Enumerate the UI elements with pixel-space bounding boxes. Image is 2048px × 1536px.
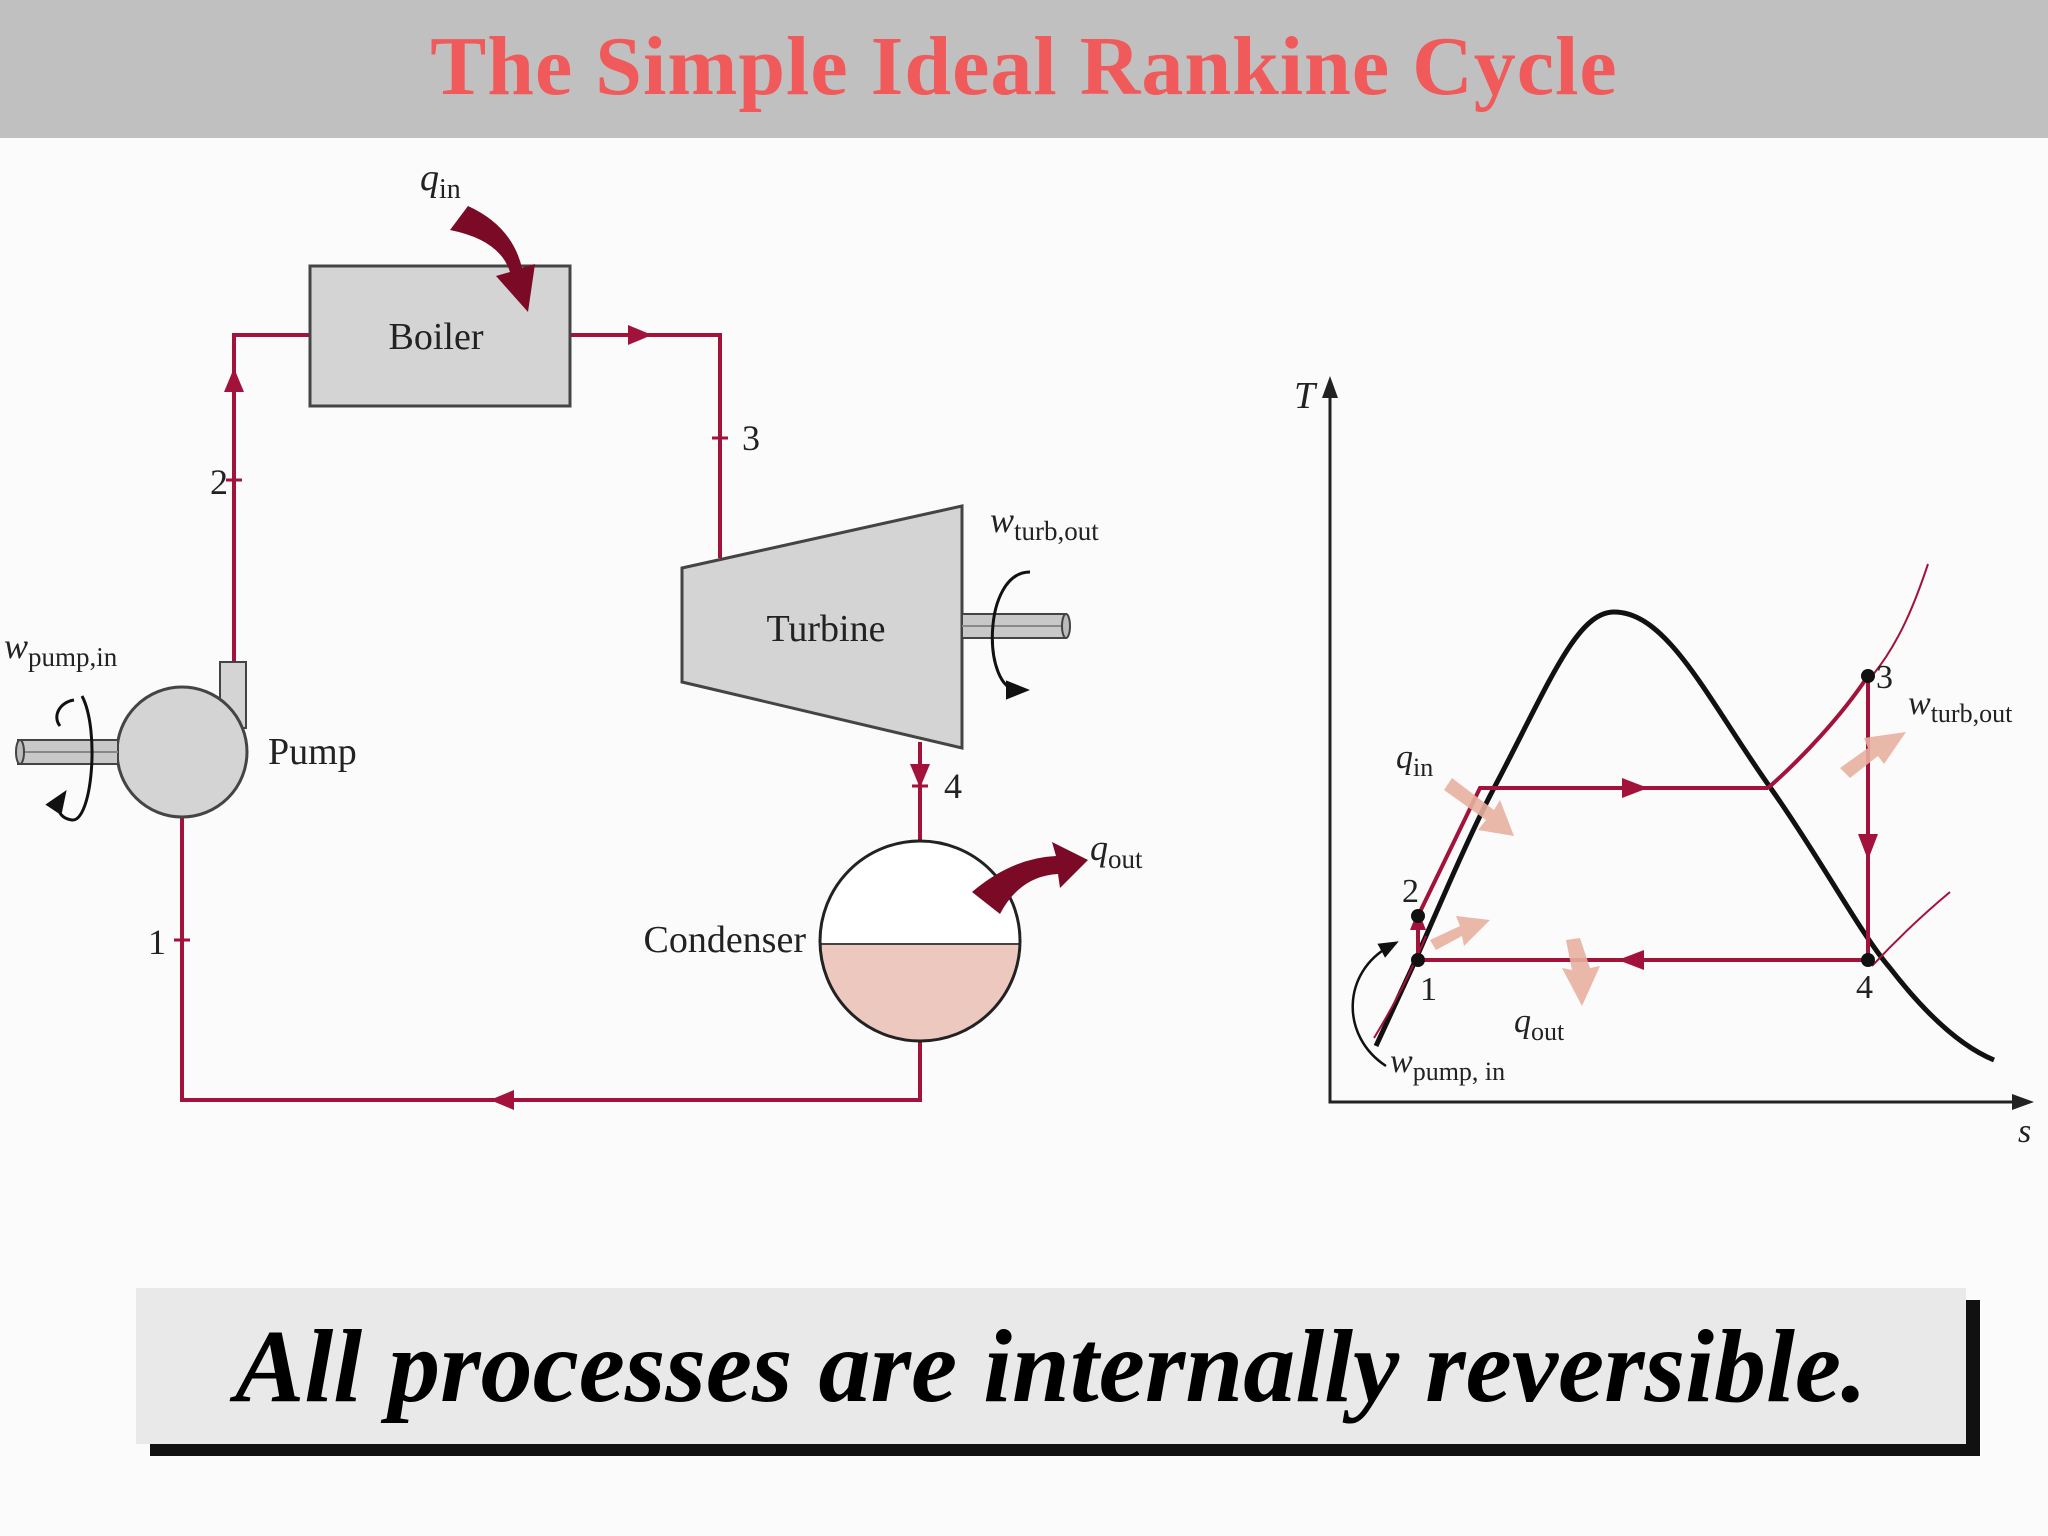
heat-out-arrow-icon: [972, 842, 1088, 914]
ts-state-label-4: 4: [1856, 969, 1873, 1006]
ts-axes: [1328, 385, 2024, 1104]
schematic-heat-out-label: qout: [1090, 828, 1143, 874]
schematic-work-turbine-label: wturb,out: [990, 500, 1099, 546]
ts-state-points: [1411, 669, 1875, 967]
pump-label: Pump: [268, 731, 357, 773]
pump-rotation-arrow-icon: [45, 695, 94, 822]
turbine-rotation-arrow-icon: [990, 570, 1031, 700]
ts-diagram: T s 1 2 3 4: [1294, 375, 2034, 1150]
s-axis-arrow-icon: [2012, 1094, 2034, 1110]
saturation-dome: [1373, 609, 1995, 1063]
ts-state-label-1: 1: [1420, 971, 1437, 1008]
ts-work-pump-label: wpump, in: [1390, 1043, 1505, 1086]
flow-line-condenser-to-pump: [180, 818, 922, 1102]
state-ticks: [174, 436, 928, 942]
ts-state-label-2: 2: [1402, 873, 1419, 910]
flow-arrow-left-icon: [490, 1090, 514, 1110]
turbine-label: Turbine: [767, 608, 886, 650]
ts-heat-out-arrow-icon: [1562, 938, 1600, 1006]
boiler-label: Boiler: [389, 316, 484, 358]
turbine: Turbine: [680, 504, 1071, 750]
ts-pump-work-curved-arrow-icon: [1351, 941, 1399, 1068]
condenser: Condenser: [643, 839, 1022, 1043]
ts-arrow-down-icon: [1858, 834, 1878, 860]
flow-line-pump-to-boiler: [232, 333, 310, 665]
ts-arrow-right-icon: [1622, 778, 1648, 798]
ts-heat-in-arrow-icon: [1444, 778, 1514, 836]
title-bar: The Simple Ideal Rankine Cycle: [0, 0, 2048, 138]
t-axis-label: T: [1294, 375, 1318, 417]
ts-energy-arrows: [1430, 732, 1906, 1006]
condenser-label: Condenser: [643, 919, 806, 961]
state-label-4: 4: [944, 766, 962, 806]
page-title: The Simple Ideal Rankine Cycle: [430, 19, 1618, 113]
ts-state-label-3: 3: [1876, 659, 1893, 696]
t-axis-arrow-icon: [1322, 376, 1338, 398]
ts-work-turb-arrow-icon: [1840, 732, 1906, 778]
pressure-line-high: [1871, 563, 1929, 677]
ts-heat-out-label: qout: [1514, 1003, 1565, 1046]
flow-line-boiler-to-turbine: [570, 333, 722, 558]
heat-in-arrow-icon: [450, 206, 535, 312]
reversible-note: All processes are internally reversible.: [234, 1308, 1868, 1424]
ts-arrow-left-icon: [1618, 950, 1644, 970]
schematic-heat-in-label: qin: [420, 157, 461, 205]
pressure-line-low: [1373, 935, 1427, 1039]
condensate-liquid: [820, 944, 1020, 1041]
flow-lines: [180, 333, 922, 1102]
ts-work-pump-arrow-icon: [1430, 916, 1490, 950]
ts-work-turbine-label: wturb,out: [1908, 685, 2013, 728]
flow-arrow-up-icon: [224, 368, 244, 392]
schematic-work-pump-label: wpump,in: [4, 626, 118, 672]
state-label-2: 2: [210, 462, 228, 502]
flow-arrow-down-icon: [910, 764, 930, 788]
ts-heat-in-label: qin: [1396, 739, 1433, 782]
flow-arrow-right-icon: [628, 325, 652, 345]
state-label-3: 3: [742, 418, 760, 458]
flow-arrows: [224, 325, 930, 1110]
note-box: All processes are internally reversible.: [136, 1288, 1966, 1444]
s-axis-label: s: [2018, 1113, 2031, 1150]
pump: Pump: [15, 661, 357, 822]
cycle-schematic: 2 3 4 1 Boiler qin Turbine wturb,out: [4, 157, 1143, 1110]
state-label-1: 1: [148, 922, 166, 962]
